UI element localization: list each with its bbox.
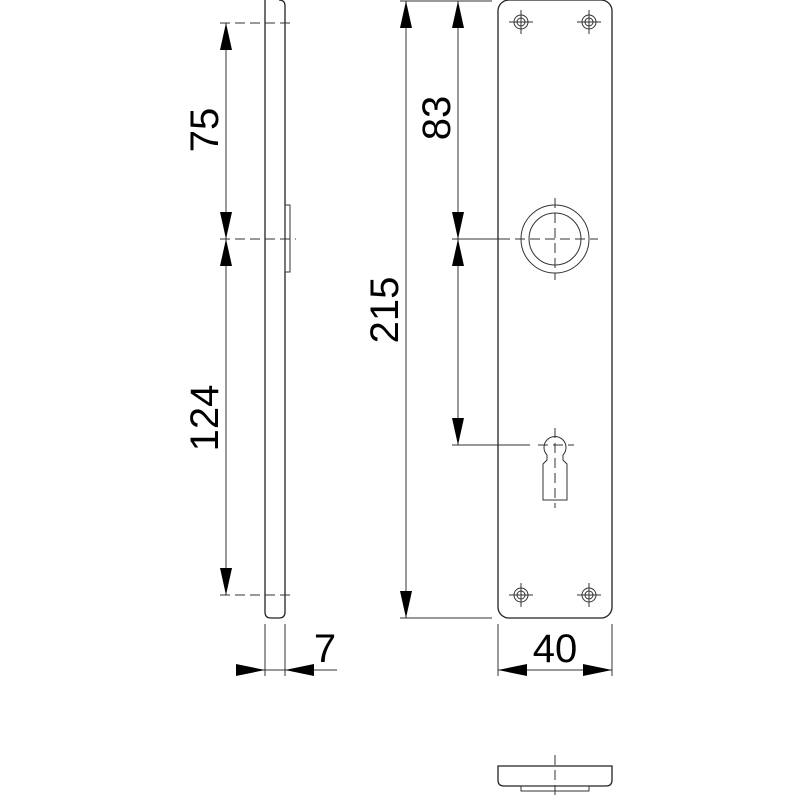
arrowhead [285,664,314,676]
arrowhead [452,1,464,28]
arrowhead [220,212,232,239]
dimension-label-40: 40 [533,627,578,671]
arrowhead [498,664,527,676]
arrowhead [220,568,232,595]
screw-hole-icon [509,583,533,607]
arrowhead [452,418,464,445]
arrowhead [400,1,412,28]
dimension-label-75: 75 [183,108,227,153]
dimension-label-215: 215 [363,277,407,344]
arrowhead [452,239,464,266]
keyhole-icon [538,428,574,508]
front-plate-outline [497,0,613,619]
arrowhead [220,239,232,266]
bottom-view [497,755,613,800]
screw-hole-icon [577,10,601,34]
dimension-label-7: 7 [314,627,336,671]
arrowhead [400,591,412,618]
front-view: 215 83 40 [363,0,613,676]
dimension-label-124: 124 [183,385,227,452]
screw-hole-icon [577,583,601,607]
arrowhead [220,23,232,50]
side-plate-outline [264,0,286,619]
side-view: 75 124 7 [183,0,337,676]
arrowhead [452,212,464,239]
handle-rose-icon [515,198,598,280]
dimension-label-83: 83 [415,96,459,141]
screw-hole-icon [509,10,533,34]
arrowhead [236,664,265,676]
arrowhead [583,664,612,676]
bottom-plate-outline [497,765,613,787]
